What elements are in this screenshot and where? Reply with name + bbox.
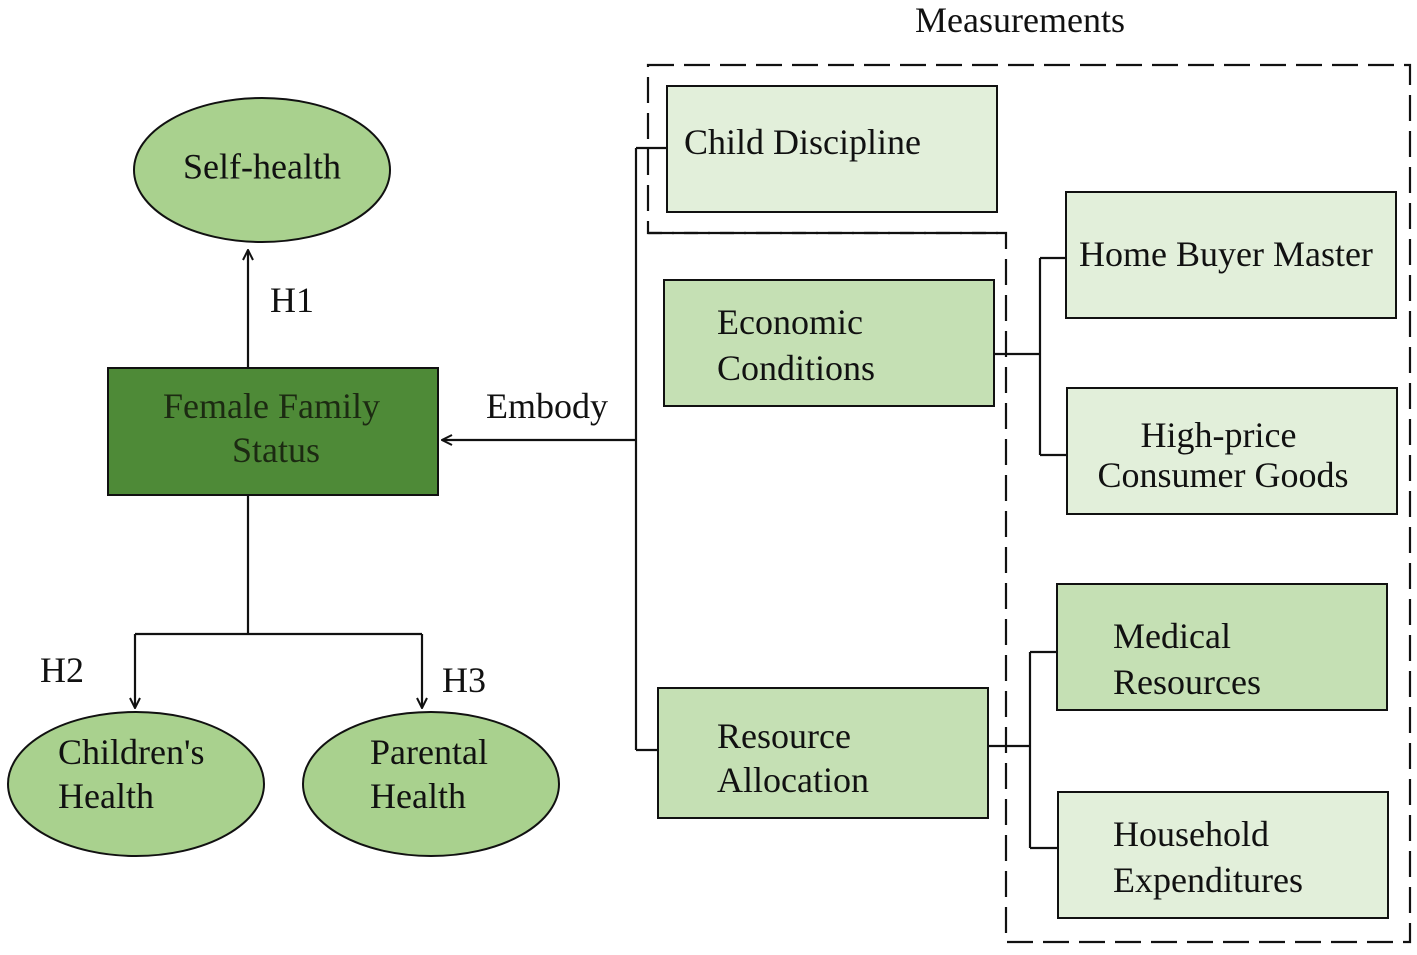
childrens-health-label: Children's Health: [58, 732, 213, 816]
parental-health-node: [302, 711, 560, 857]
child-discipline-node: [666, 85, 998, 213]
h3-label: H3: [442, 660, 486, 700]
h2-label: H2: [40, 650, 84, 690]
h1-label: H1: [270, 280, 314, 320]
female-family-status-node: [107, 367, 439, 496]
parental-health-label: Parental Health: [370, 732, 497, 816]
measurement-trunk: [634, 146, 666, 752]
resource-branch-connector: [988, 650, 1058, 850]
h2-h3-connector: [135, 495, 422, 636]
resource-allocation-node: [657, 687, 989, 819]
high-price-goods-label: High-price Consumer Goods: [1098, 415, 1349, 495]
measurements-title: Measurements: [915, 0, 1125, 40]
childrens-health-node: [7, 711, 265, 857]
household-expenditures-label: Household Expenditures: [1113, 814, 1303, 900]
economic-conditions-label: Economic Conditions: [717, 302, 875, 388]
home-buyer-master-node: [1065, 191, 1397, 319]
self-health-label: Self-health: [183, 146, 341, 186]
resource-allocation-label: Resource Allocation: [717, 716, 869, 800]
female-family-status-label: Female Family Status: [163, 386, 389, 470]
medical-resources-label: Medical Resources: [1113, 616, 1261, 702]
embody-label: Embody: [486, 386, 608, 426]
self-health-node: [133, 97, 391, 243]
economic-branch-connector: [994, 256, 1067, 457]
medical-resources-node: [1056, 583, 1388, 711]
child-discipline-label: Child Discipline: [684, 122, 921, 162]
household-expenditures-node: [1057, 791, 1389, 919]
high-price-goods-node: [1066, 387, 1398, 515]
home-buyer-master-label: Home Buyer Master: [1079, 234, 1373, 274]
economic-conditions-node: [663, 279, 995, 407]
